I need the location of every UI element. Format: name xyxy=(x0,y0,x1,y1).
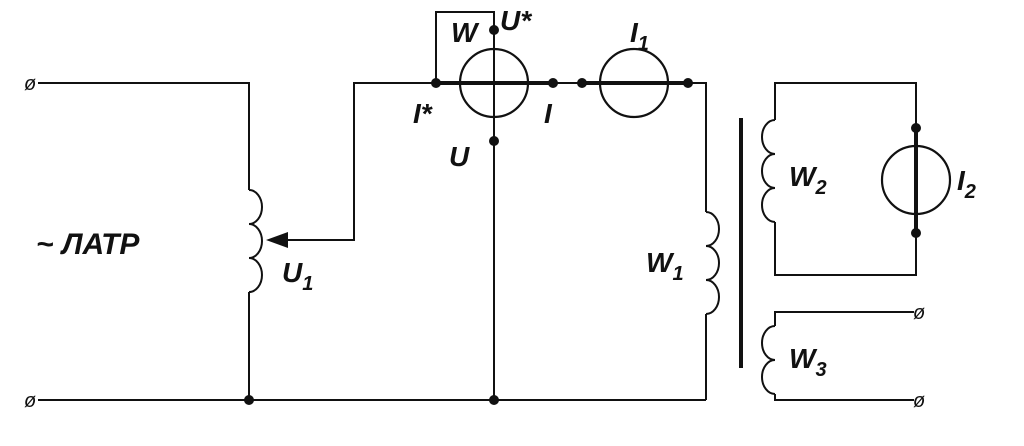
u1-label-main: U xyxy=(282,257,303,288)
junction-dot xyxy=(683,78,693,88)
junction-dot xyxy=(577,78,587,88)
wire-w2-top xyxy=(774,82,917,128)
w2-label-sub: 2 xyxy=(814,177,826,199)
junction-dot xyxy=(911,228,921,238)
secondary-coil-w2 xyxy=(761,119,776,223)
latr-label: ~ ЛАТР xyxy=(36,228,140,261)
wire-w2-bottom xyxy=(774,222,917,276)
wire-w3-bottom xyxy=(774,394,914,401)
input-terminal-bottom: ø xyxy=(24,390,36,412)
junction-dot xyxy=(489,136,499,146)
i1-label: I1 xyxy=(630,17,649,55)
w3-label-sub: 3 xyxy=(815,359,826,381)
primary-coil-w1 xyxy=(705,211,720,315)
junction-dot xyxy=(548,78,558,88)
w2-label-main: W xyxy=(789,161,818,192)
wattmeter-label: W xyxy=(451,17,480,48)
output-terminal-w3-bottom: ø xyxy=(913,390,925,412)
latr-coil xyxy=(248,189,263,293)
output-terminal-w3-top: ø xyxy=(913,302,925,324)
junction-dot xyxy=(489,25,499,35)
w3-label: W3 xyxy=(789,343,827,381)
secondary-coil-w3 xyxy=(761,325,776,395)
wiper-arrow-icon xyxy=(266,232,288,248)
i2-label-main: I xyxy=(957,165,966,196)
u1-label-sub: 1 xyxy=(302,273,313,295)
wire-input-top xyxy=(38,82,250,190)
wire-primary-top xyxy=(688,82,707,212)
w1-label: W1 xyxy=(646,247,684,285)
junction-dot xyxy=(244,395,254,405)
input-terminal-top: ø xyxy=(24,73,36,95)
wire-wiper xyxy=(285,82,436,241)
w1-label-sub: 1 xyxy=(672,263,683,285)
i-star-label: I* xyxy=(413,98,433,129)
junction-dot xyxy=(431,78,441,88)
i-current-label: I xyxy=(544,98,553,129)
i2-label: I2 xyxy=(957,165,976,203)
w1-label-main: W xyxy=(646,247,675,278)
u1-label: U1 xyxy=(282,257,313,295)
i2-label-sub: 2 xyxy=(964,181,976,203)
w2-label: W2 xyxy=(789,161,827,199)
junction-dot xyxy=(489,395,499,405)
i1-label-sub: 1 xyxy=(638,33,649,55)
w3-label-main: W xyxy=(789,343,818,374)
i1-label-main: I xyxy=(630,17,639,48)
wire-w3-top xyxy=(774,311,914,326)
u-star-label: U* xyxy=(500,5,532,36)
wire-wattmeter-link xyxy=(435,11,495,83)
u-voltage-label: U xyxy=(449,141,470,172)
junction-dot xyxy=(911,123,921,133)
